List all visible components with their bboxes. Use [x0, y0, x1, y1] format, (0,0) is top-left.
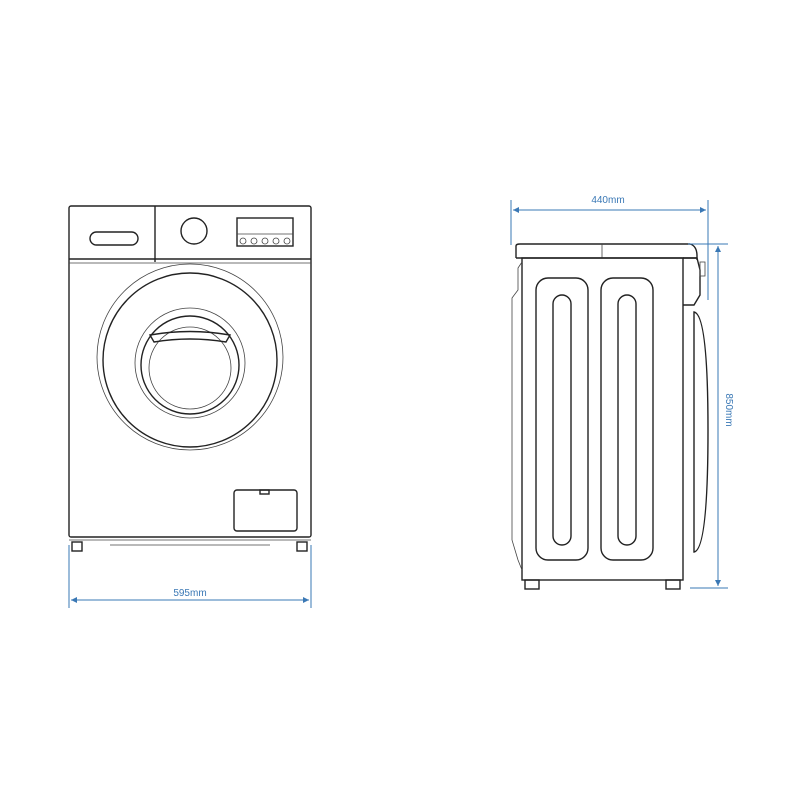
door [96, 263, 284, 451]
foot-right [296, 541, 308, 552]
side-foot-rear [524, 579, 540, 590]
depth-dimension: 440mm [510, 195, 709, 300]
side-panel-right [600, 277, 654, 561]
side-panel-left [535, 277, 589, 561]
side-view [511, 243, 709, 590]
control-buttons [239, 237, 291, 245]
front-view [68, 205, 312, 552]
filter-cover [233, 489, 298, 532]
height-dimension: 850mm [688, 243, 734, 589]
display-panel [236, 217, 294, 247]
height-label: 850mm [723, 393, 734, 426]
side-foot-front [665, 579, 681, 590]
foot-left [71, 541, 83, 552]
width-dimension: 595mm [68, 545, 312, 608]
depth-label: 440mm [591, 195, 624, 206]
detergent-drawer-handle [89, 231, 139, 246]
program-knob [180, 217, 208, 245]
width-label: 595mm [173, 588, 206, 599]
